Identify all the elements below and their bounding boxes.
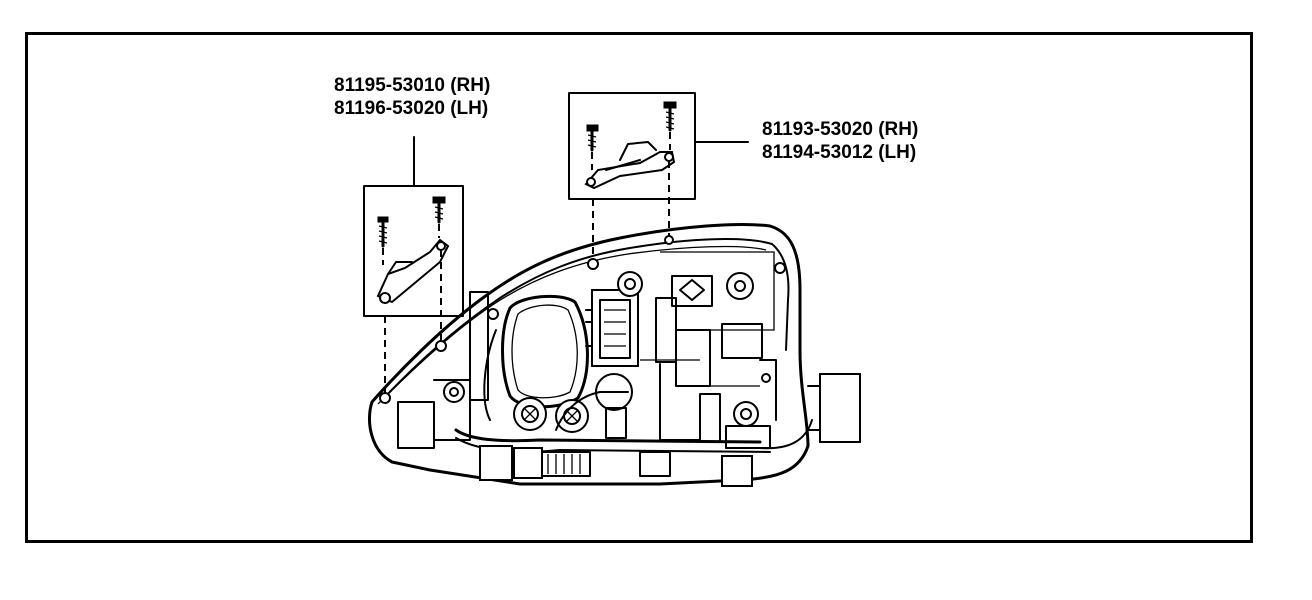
left-bracket-inset — [363, 136, 464, 394]
housing-flange — [383, 238, 790, 399]
mount-hole-4 — [664, 235, 674, 245]
lower-harness — [454, 428, 762, 444]
right-screw-2 — [663, 101, 677, 132]
headlamp-housing — [368, 223, 861, 487]
part-number-81193-rh: 81193-53020 (RH) — [762, 119, 919, 140]
connector-module — [591, 289, 639, 367]
adjuster-right — [733, 401, 759, 427]
mount-hole-2 — [435, 340, 447, 352]
part-number-81195-rh: 81195-53010 (RH) — [334, 75, 491, 96]
part-number-81194-lh: 81194-53012 (LH) — [762, 142, 917, 163]
mount-hole-1 — [379, 392, 391, 404]
pivot-boss-1 — [617, 271, 643, 297]
left-screw-1 — [377, 216, 389, 248]
right-inset-box — [568, 92, 696, 200]
diagram-frame — [25, 32, 1253, 543]
part-number-81196-lh: 81196-53020 (LH) — [334, 98, 489, 119]
right-bracket — [584, 151, 676, 190]
low-beam-opening — [501, 294, 589, 409]
upper-right-part-numbers: 81193-53020 (RH) 81194-53012 (LH) — [762, 118, 918, 164]
harness-plug-2 — [513, 447, 543, 479]
right-bracket-inset — [568, 92, 749, 264]
pivot-boss-2 — [726, 272, 754, 300]
harness-plug-1 — [479, 445, 513, 481]
left-screw-2 — [432, 196, 446, 224]
right-screw-1 — [586, 124, 599, 152]
mount-hole-3 — [587, 258, 599, 270]
adjuster-left — [443, 381, 465, 403]
upper-left-part-numbers: 81195-53010 (RH) 81196-53020 (LH) — [334, 74, 490, 120]
side-connector — [819, 373, 861, 443]
